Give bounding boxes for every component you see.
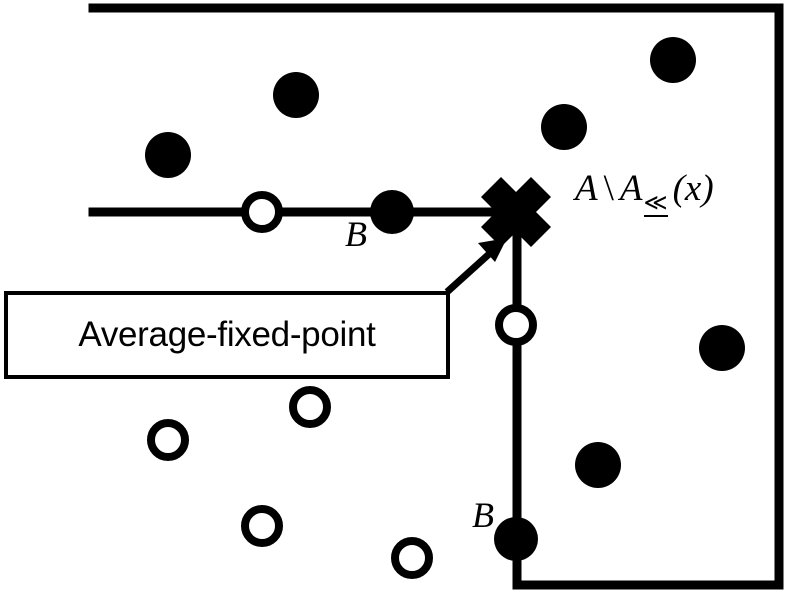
cross-marker-icon <box>481 177 551 247</box>
filled-point <box>145 132 191 178</box>
open-point-on-vertical <box>495 304 537 346</box>
open-point <box>147 419 189 461</box>
filled-point <box>650 37 696 83</box>
callout-box <box>4 291 450 379</box>
set-label-argument: (x) <box>672 168 714 209</box>
filled-point <box>699 325 745 371</box>
point-label-b-top: B <box>345 214 367 254</box>
open-point <box>391 537 433 579</box>
set-label-subscript: ≪ <box>643 189 668 217</box>
open-point <box>241 505 283 547</box>
open-point <box>289 386 331 428</box>
set-label-operator: \ <box>603 168 614 209</box>
set-label-subtrahend: A <box>619 168 643 209</box>
point-label-b-bottom: B <box>472 495 494 535</box>
filled-point <box>273 72 319 118</box>
filled-point <box>575 442 621 488</box>
open-point-on-horizontal <box>241 191 283 233</box>
filled-point <box>541 104 587 150</box>
filled-point-b-bottom <box>494 517 538 561</box>
callout-arrow-icon <box>444 238 507 295</box>
staircase-boundary <box>88 3 784 590</box>
filled-point-b-top <box>370 190 414 234</box>
set-label-minuend: A <box>575 168 598 209</box>
set-difference-label: A\A≪(x) <box>575 170 714 217</box>
